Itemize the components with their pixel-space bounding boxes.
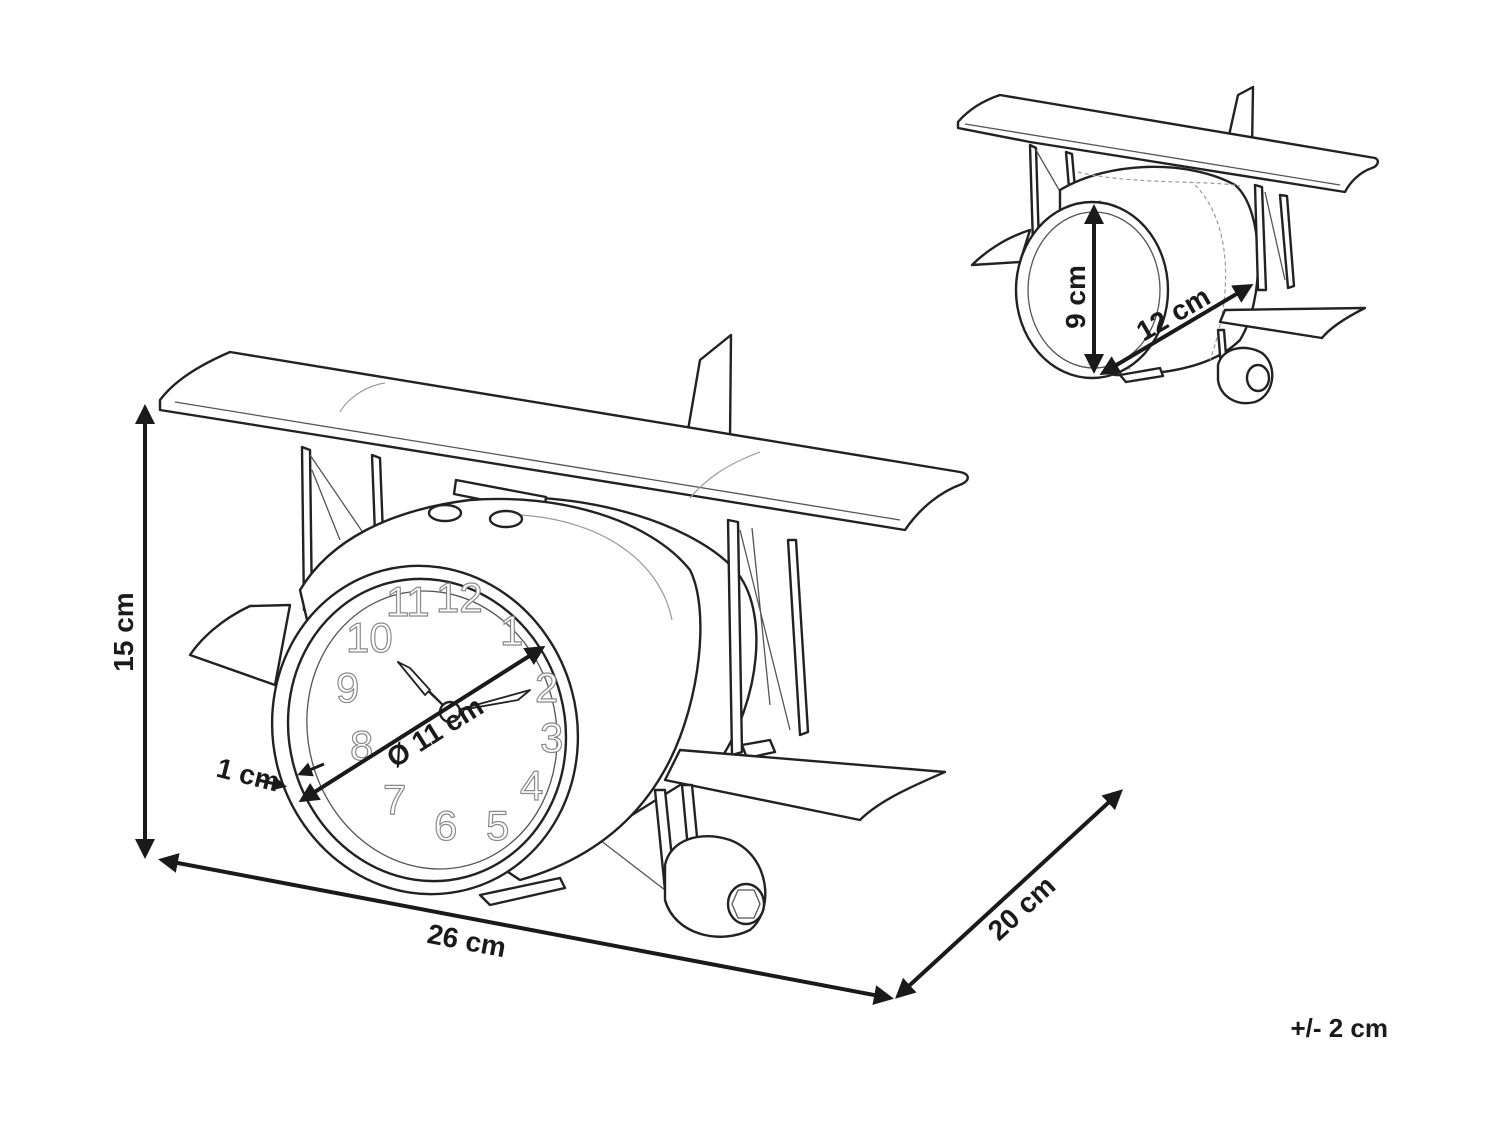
lower-wing-left [188,603,292,687]
width-dimension-line [158,853,894,1005]
depth-dimension-line [895,789,1123,999]
side-upper-wing [956,93,1380,194]
tail-fin [686,333,733,442]
clock-numeral-1: 1 [500,607,523,654]
clock-numeral-12: 12 [436,574,483,621]
clock-numeral-11: 11 [386,578,430,625]
clock-numeral-9: 9 [336,664,359,711]
clock-diameter-line [298,645,546,803]
struts-right [726,518,810,760]
side-height-label: 9 cm [1060,265,1091,329]
upper-wing [158,350,969,532]
tolerance-note: +/- 2 cm [1290,1013,1388,1043]
side-lower-wing-left [970,228,1032,267]
rim-arrow-left [257,775,287,791]
height-label: 15 cm [108,592,139,671]
airplane-main-view: 12 1 2 3 4 5 6 7 8 9 10 11 [158,333,969,938]
alarm-knobs [427,503,524,529]
airplane-side-view [956,85,1380,405]
lower-wing-right [663,748,947,822]
rim-thickness-label: 1 cm [214,752,283,798]
bottom-clip [478,876,567,907]
rim-arrow-right [297,762,325,777]
clock-numeral-4: 4 [520,762,543,809]
clock-numeral-2: 2 [535,664,558,711]
side-lower-wing-right [1218,306,1367,340]
clock-numeral-7: 7 [383,776,406,823]
clock-numeral-5: 5 [486,802,509,849]
clock-numeral-3: 3 [540,714,563,761]
side-depth-line [1099,283,1254,376]
clock-numeral-6: 6 [434,802,457,849]
